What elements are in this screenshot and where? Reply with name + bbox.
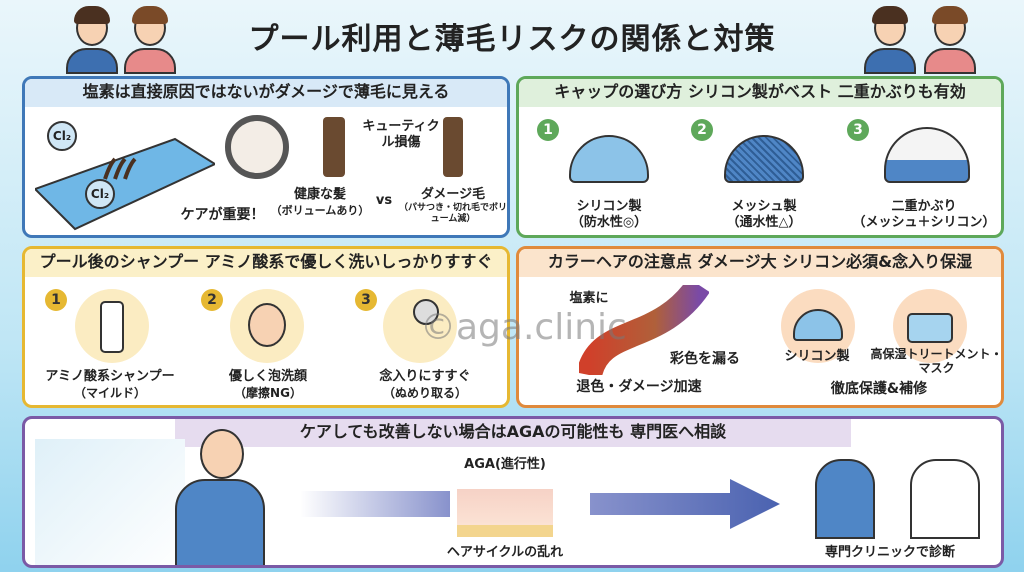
healthy-hair-icon (323, 117, 345, 177)
pool-illustration (35, 137, 215, 231)
silicone-cap-icon (781, 289, 855, 363)
panel-heading: 塩素は直接原因ではないがダメージで薄毛に見える (25, 79, 507, 107)
panel-heading: カラーヘアの注意点 ダメージ大 シリコン必須&念入り保湿 (519, 249, 1001, 277)
shampoo-bottle-icon (75, 289, 149, 363)
care-label: ケアが重要！ (180, 207, 265, 223)
step-number: 3 (355, 289, 377, 311)
clinic-label: 専門クリニックで診断 (824, 545, 955, 560)
washing-hair-icon (230, 289, 304, 363)
watermark: ©aga.clinic (420, 307, 627, 348)
protect-result-label: 徹底保護&補修 (830, 381, 928, 397)
chlorine-icon: Cl₂ (85, 179, 115, 209)
shampoo-step: アミノ酸系シャンプー（マイルド） (45, 369, 175, 400)
worried-man-body (175, 479, 265, 565)
double-cap-icon (884, 127, 970, 183)
worried-man-icon (200, 429, 244, 479)
shampoo-step: 優しく泡洗顔（摩擦NG） (228, 369, 307, 400)
damaged-hair-icon (443, 117, 463, 177)
doctor-icon (910, 459, 980, 539)
cap-item: 二重かぶり（メッシュ＋シリコン） (852, 199, 996, 230)
chlorine-icon: Cl₂ (47, 121, 77, 151)
treatment-jar-icon (893, 289, 967, 363)
hair-cycle-label: ヘアサイクルの乱れ (446, 545, 564, 560)
shampoo-step: 念入りにすすぐ（ぬめり取る） (379, 369, 471, 400)
chlorine-label: 塩素に (569, 291, 609, 306)
cuticle-label: キューティクル損傷 (362, 119, 440, 150)
healthy-label: 健康な髪（ボリュームあり） (270, 187, 370, 217)
panel-heading: キャップの選び方 シリコン製がベスト 二重かぶりも有効 (519, 79, 1001, 107)
step-number: 1 (45, 289, 67, 311)
silicone-label: シリコン製 (784, 349, 850, 364)
cap-item: シリコン製（防水性◎） (570, 199, 648, 230)
vs-label: vs (375, 193, 393, 208)
damaged-label: ダメージ毛（パサつき・切れ毛でボリューム減） (399, 187, 508, 224)
colored-hair-icon (579, 285, 709, 375)
shower-icon (383, 289, 457, 363)
page-title: プール利用と薄毛リスクの関係と対策 (248, 22, 776, 57)
mesh-cap-icon (724, 135, 804, 183)
cap-item: メッシュ製（通水性△） (726, 199, 802, 230)
aga-label: AGA(進行性) (464, 457, 546, 472)
step-number: 3 (847, 119, 869, 141)
woman-avatar-icon (120, 6, 178, 74)
shampoo-panel: プール後のシャンプー アミノ酸系で優しく洗いしっかりすすぐ 1 アミノ酸系シャン… (22, 246, 510, 408)
chlorine-panel: 塩素は直接原因ではないがダメージで薄毛に見える Cl₂ Cl₂ ケアが重要！ キ… (22, 76, 510, 238)
treatment-label: 高保湿トリートメント・マスク (870, 347, 1003, 375)
cap-panel: キャップの選び方 シリコン製がベスト 二重かぶりも有効 1 シリコン製（防水性◎… (516, 76, 1004, 238)
panel-heading: ケアしても改善しない場合はAGAの可能性も 専門医へ相談 (175, 419, 851, 447)
step-number: 2 (201, 289, 223, 311)
mirror-sink-illustration (35, 439, 185, 565)
hair-follicle-icon (457, 477, 553, 537)
magnifier-icon (225, 115, 289, 179)
color-leak-label: 彩色を漏る (670, 351, 740, 367)
man-avatar-icon (62, 6, 120, 74)
aga-panel: ケアしても改善しない場合はAGAの可能性も 専門医へ相談 AGA(進行性) ヘア… (22, 416, 1004, 568)
man-avatar-icon (860, 6, 918, 74)
arrow-right-icon (590, 479, 780, 529)
step-number: 1 (537, 119, 559, 141)
fade-result-label: 退色・ダメージ加速 (576, 379, 702, 395)
step-number: 2 (691, 119, 713, 141)
silicone-cap-icon (569, 135, 649, 183)
woman-avatar-icon (920, 6, 978, 74)
progress-arrow (300, 491, 450, 517)
color-hair-panel: カラーヘアの注意点 ダメージ大 シリコン必須&念入り保湿 塩素に 彩色を漏る 退… (516, 246, 1004, 408)
panel-heading: プール後のシャンプー アミノ酸系で優しく洗いしっかりすすぐ (25, 249, 507, 277)
patient-icon (815, 459, 875, 539)
